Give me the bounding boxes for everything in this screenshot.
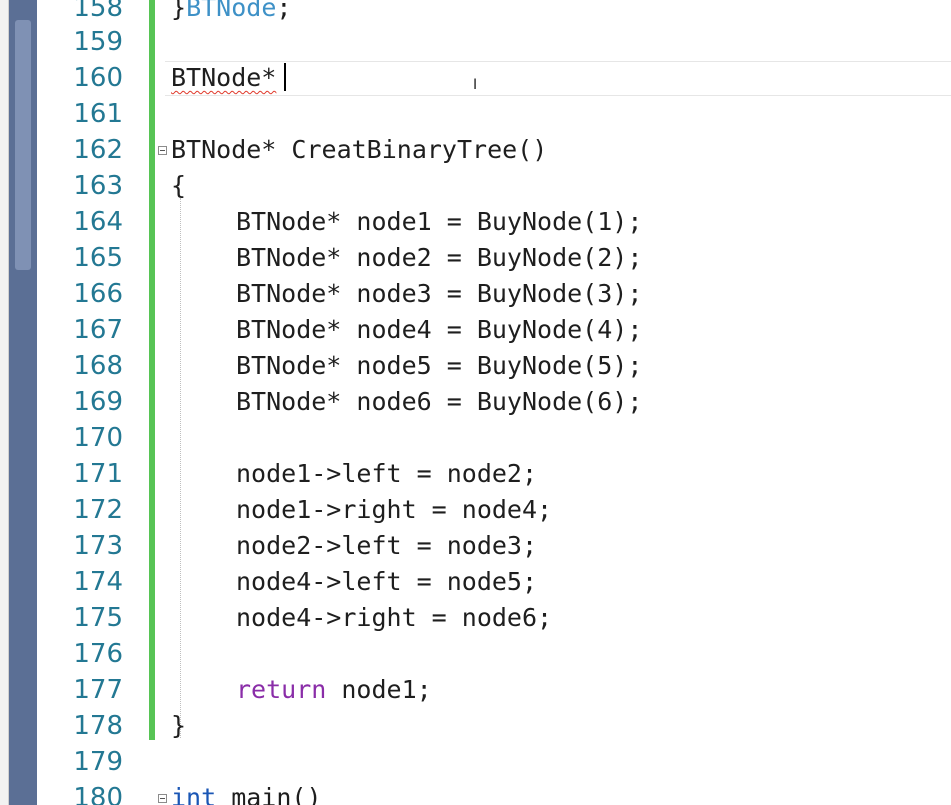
int-keyword: int: [171, 783, 217, 805]
type-name: BTNode: [186, 0, 277, 22]
line-number: 159: [73, 27, 123, 57]
code-line-160[interactable]: BTNode*: [171, 60, 276, 96]
line-number: 175: [73, 603, 123, 633]
panel-scrollbar[interactable]: [9, 0, 37, 805]
error-token: BTNode*: [171, 63, 277, 92]
line-number: 161: [73, 99, 123, 129]
collapse-icon[interactable]: [158, 146, 167, 155]
code-line-163[interactable]: {: [171, 171, 187, 200]
code-line-171[interactable]: node1->left = node2;: [236, 459, 538, 488]
warning-squiggle: [268, 132, 283, 168]
code-line-168[interactable]: BTNode* node5 = BuyNode(5);: [236, 351, 643, 380]
line-number: 170: [73, 423, 123, 453]
line-number: 177: [73, 675, 123, 705]
code-line-166[interactable]: BTNode* node3 = BuyNode(3);: [236, 279, 643, 308]
code-line-165[interactable]: BTNode* node2 = BuyNode(2);: [236, 243, 643, 272]
text-caret: [284, 63, 286, 91]
line-number: 165: [73, 243, 123, 273]
line-number: 180: [73, 783, 123, 805]
code-text-area[interactable]: }BTNode; BTNode* I BTNode* CreatBinaryTr…: [155, 0, 951, 805]
code-line-175[interactable]: node4->right = node6;: [236, 603, 553, 632]
line-number: 168: [73, 351, 123, 381]
line-number: 160: [73, 63, 123, 93]
change-tracking-bar: [149, 0, 155, 740]
code-line-173[interactable]: node2->left = node3;: [236, 531, 538, 560]
function-signature: CreatBinaryTree(): [276, 135, 548, 164]
line-number: 172: [73, 495, 123, 525]
line-number: 167: [73, 315, 123, 345]
indent-guide: [180, 198, 181, 738]
line-number: 158: [73, 0, 123, 23]
main-signature: main(): [216, 783, 322, 805]
line-number: 179: [73, 747, 123, 777]
line-number: 171: [73, 459, 123, 489]
code-line-174[interactable]: node4->left = node5;: [236, 567, 538, 596]
line-number: 166: [73, 279, 123, 309]
line-number-gutter[interactable]: 158 159 160 161 162 163 164 165 166 167 …: [37, 0, 147, 805]
return-value: node1;: [326, 675, 432, 704]
return-type: BTNode*: [171, 135, 277, 164]
code-line-158[interactable]: }BTNode;: [171, 0, 291, 26]
code-line-162[interactable]: BTNode* CreatBinaryTree(): [171, 132, 547, 168]
code-line-177[interactable]: return node1;: [236, 672, 432, 708]
panel-scrollbar-thumb[interactable]: [15, 20, 31, 270]
line-number: 176: [73, 639, 123, 669]
code-line-167[interactable]: BTNode* node4 = BuyNode(4);: [236, 315, 643, 344]
code-line-172[interactable]: node1->right = node4;: [236, 495, 553, 524]
brace: }: [171, 0, 187, 22]
code-line-169[interactable]: BTNode* node6 = BuyNode(6);: [236, 387, 643, 416]
code-line-164[interactable]: BTNode* node1 = BuyNode(1);: [236, 207, 643, 236]
code-line-178[interactable]: }: [171, 711, 187, 740]
ibeam-cursor-icon: I: [473, 77, 478, 93]
collapse-icon[interactable]: [158, 794, 167, 803]
line-number: 164: [73, 207, 123, 237]
current-line-highlight: [165, 61, 951, 96]
line-number: 173: [73, 531, 123, 561]
semicolon: ;: [276, 0, 292, 22]
solution-explorer-panel-edge[interactable]: [0, 0, 9, 805]
line-number: 174: [73, 567, 123, 597]
return-keyword: return: [236, 675, 327, 704]
line-number: 162: [73, 135, 123, 165]
line-number: 178: [73, 711, 123, 741]
line-number: 163: [73, 171, 123, 201]
code-line-180[interactable]: int main(): [171, 780, 322, 805]
line-number: 169: [73, 387, 123, 417]
